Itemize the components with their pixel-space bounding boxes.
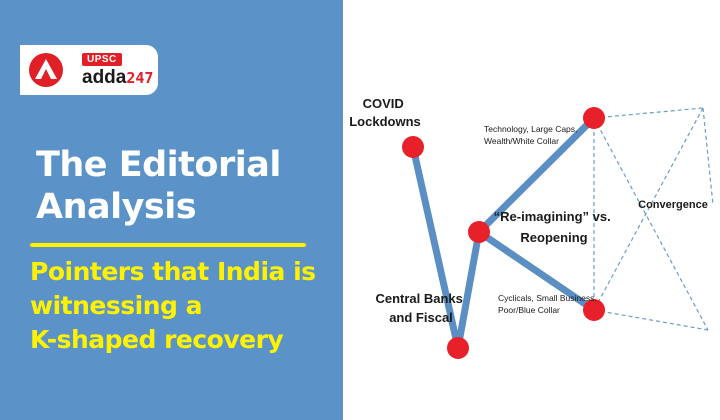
adda247-logo: UPSC adda247 [20,45,158,95]
node-upper-branch [583,107,605,129]
label-covid-line: Lockdowns [349,114,421,129]
node-central-banks [447,337,469,359]
label-central-line: and Fiscal [389,310,453,325]
subtitle-line: K-shaped recovery [30,325,284,354]
label-upper-line: Technology, Large Caps, [484,124,577,134]
connector-reimagining-lower [475,228,598,314]
brand-number: 247 [126,69,154,87]
node-lower-branch [583,299,605,321]
brand-text: adda [82,67,127,88]
dash-line [593,117,709,331]
label-reimagining-line: “Re-imagining” vs. [494,209,611,224]
dash-line [593,309,709,331]
connector-covid-central [409,143,462,352]
dash-line [702,107,714,206]
label-lower-line: Cyclicals, Small Business, [498,293,597,303]
node-reimagining [468,221,490,243]
dash-line [593,107,704,119]
brand-name: adda247 [82,67,153,89]
label-covid-line: COVID [363,96,404,111]
k-shape-diagram: COVID Lockdowns Central Banks and Fiscal… [349,96,714,359]
label-reimagining: “Re-imagining” vs. Reopening [494,209,615,245]
label-reimagining-line: Reopening [520,230,587,245]
label-central-banks: Central Banks and Fiscal [375,291,466,325]
subtitle-line: Pointers that India is [30,257,316,286]
subtitle: Pointers that India is witnessing a K-sh… [30,255,316,357]
title-line: Analysis [36,187,197,227]
label-convergence: Convergence [638,199,708,211]
label-upper-line: Wealth/White Collar [484,136,559,146]
connector-reimagining-upper [475,114,598,236]
convergence-dashed-lines [593,107,714,331]
label-lower-line: Poor/Blue Collar [498,305,560,315]
label-central-line: Central Banks [375,291,462,306]
upsc-badge: UPSC [82,53,122,66]
dash-line [593,107,704,311]
label-upper-branch: Technology, Large Caps, Wealth/White Col… [484,124,580,146]
page-title: The Editorial Analysis [36,144,281,228]
yellow-divider [30,243,306,247]
label-lower-branch: Cyclicals, Small Business, Poor/Blue Col… [498,293,599,315]
label-covid: COVID Lockdowns [349,96,421,129]
adda-triangle-logo-icon [29,53,63,87]
node-covid [402,136,424,158]
subtitle-line: witnessing a [30,291,202,320]
connector-central-reimagining [454,228,483,352]
title-line: The Editorial [36,145,281,185]
left-panel: UPSC adda247 The Editorial Analysis Poin… [0,0,343,420]
k-connectors [409,114,598,352]
